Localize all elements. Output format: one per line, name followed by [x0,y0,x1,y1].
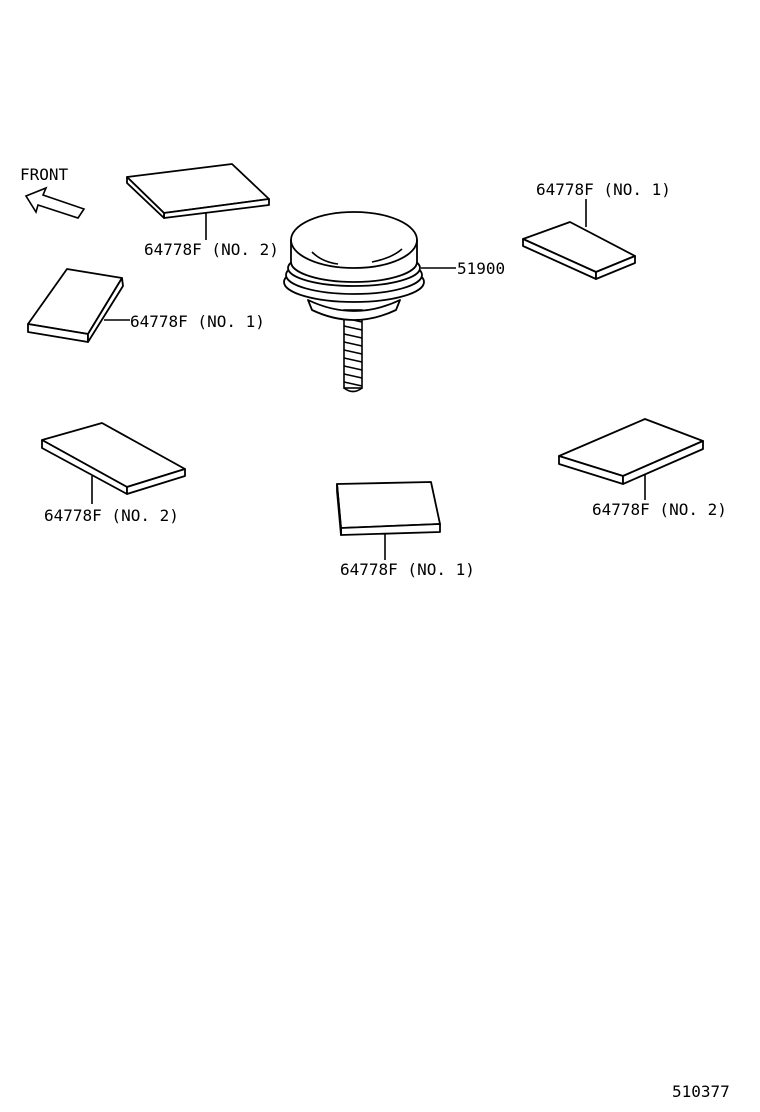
pad-lower-right-label: 64778F (NO. 2) [592,500,727,519]
pad-right-top: 64778F (NO. 1) [522,180,671,280]
pad-top-center-label: 64778F (NO. 2) [144,240,279,259]
jack-stud-label: 51900 [457,259,505,278]
pad-right-top-label: 64778F (NO. 1) [536,180,671,199]
pad-lower-center: 64778F (NO. 1) [336,481,475,579]
pad-top-center: 64778F (NO. 2) [126,163,279,259]
diagram-number: 510377 [672,1082,730,1101]
jack-stud-assembly: 51900 [283,211,505,393]
front-label: FRONT [20,165,69,184]
front-direction-arrow-icon [24,186,86,219]
front-indicator: FRONT [20,165,86,219]
pad-left-mid-label: 64778F (NO. 1) [130,312,265,331]
pad-left-mid: 64778F (NO. 1) [27,268,265,343]
pad-lower-left-label: 64778F (NO. 2) [44,506,179,525]
pad-lower-left: 64778F (NO. 2) [41,422,186,525]
pad-lower-center-label: 64778F (NO. 1) [340,560,475,579]
pad-lower-right: 64778F (NO. 2) [558,418,727,519]
